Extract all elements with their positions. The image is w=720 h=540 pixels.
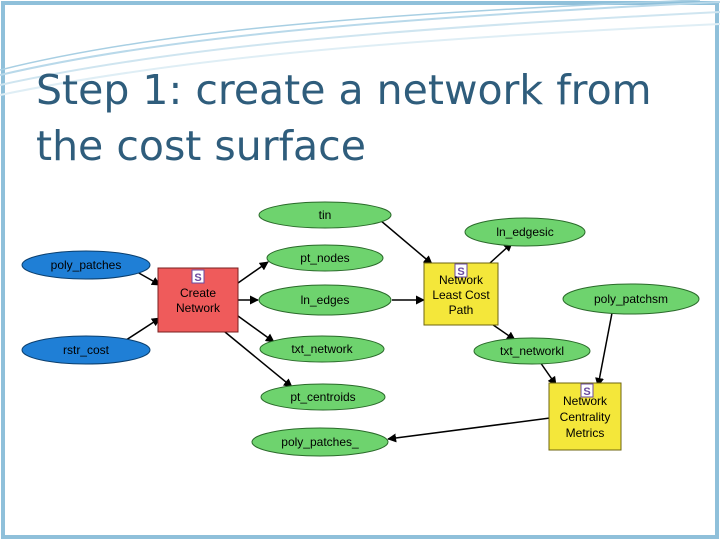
- node-rstr-cost: rstr_cost: [21, 335, 151, 365]
- node-poly-patches-label: poly_patches: [51, 258, 122, 272]
- node-poly-patchsm-label: poly_patchsm: [594, 292, 668, 306]
- connector-create-network-to-pt-centroids: [224, 331, 293, 388]
- svg-text:S: S: [194, 272, 201, 284]
- node-poly-patches-underscore-label: poly_patches_: [281, 435, 359, 449]
- tool-create-network-label-line1: Create: [180, 286, 216, 300]
- script-icon: S: [191, 269, 205, 284]
- node-tin-label: tin: [319, 208, 332, 222]
- node-pt-nodes: pt_nodes: [266, 244, 384, 272]
- connector-poly-patchsm-to-centrality: [595, 312, 613, 387]
- svg-text:S: S: [457, 266, 464, 278]
- tool-least-cost-label-line1: Network: [439, 273, 484, 287]
- connector-create-network-to-txt-network: [237, 315, 275, 343]
- tool-create-network-label-line2: Network: [176, 301, 221, 315]
- slide-title: Step 1: create a network from the cost s…: [36, 66, 652, 170]
- node-pt-nodes-label: pt_nodes: [300, 251, 349, 265]
- svg-text:S: S: [583, 386, 590, 398]
- node-ln-edgesic-label: ln_edgesic: [496, 225, 553, 239]
- node-pt-centroids-label: pt_centroids: [290, 390, 355, 404]
- tool-least-cost-label-line2: Least Cost: [432, 288, 490, 302]
- tool-network-centrality-metrics: S Network Centrality Metrics: [548, 382, 622, 451]
- node-rstr-cost-label: rstr_cost: [63, 343, 110, 357]
- node-txt-networkl: txt_networkl: [473, 337, 591, 365]
- node-ln-edges-label: ln_edges: [301, 293, 350, 307]
- connector-create-network-to-pt-nodes: [237, 261, 269, 284]
- node-pt-centroids: pt_centroids: [260, 383, 386, 411]
- node-txt-networkl-label: txt_networkl: [500, 344, 564, 358]
- script-icon: S: [454, 263, 468, 278]
- tool-create-network: S Create Network: [157, 267, 239, 333]
- node-poly-patchsm: poly_patchsm: [562, 283, 700, 315]
- tool-centrality-label-line3: Metrics: [566, 426, 605, 440]
- node-txt-network: txt_network: [259, 335, 385, 363]
- node-txt-network-label: txt_network: [291, 342, 353, 356]
- connector-centrality-to-poly-patches-underscore: [387, 417, 551, 443]
- tool-network-least-cost-path: S Network Least Cost Path: [423, 262, 499, 326]
- node-ln-edges: ln_edges: [258, 284, 392, 316]
- node-ln-edgesic: ln_edgesic: [464, 217, 586, 247]
- tool-centrality-label-line1: Network: [563, 394, 608, 408]
- connector-least-cost-to-ln-edgesic: [489, 242, 513, 264]
- tool-least-cost-label-line3: Path: [449, 303, 474, 317]
- node-tin: tin: [258, 201, 392, 229]
- node-poly-patches: poly_patches: [21, 250, 151, 280]
- script-icon: S: [580, 383, 594, 398]
- connector-tin-to-least-cost: [379, 219, 433, 265]
- node-poly-patches-underscore: poly_patches_: [251, 427, 389, 457]
- connector-txt-networkl-to-centrality: [539, 361, 557, 386]
- tool-centrality-label-line2: Centrality: [560, 410, 611, 424]
